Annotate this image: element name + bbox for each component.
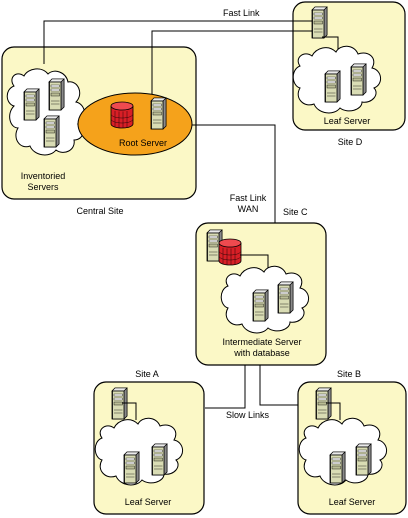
wan-link-line bbox=[176, 124, 276, 223]
connector-line bbox=[322, 36, 339, 50]
intermediate-server-label-line1: Intermediate Server bbox=[222, 337, 301, 347]
server-icon bbox=[324, 70, 341, 103]
site-d-server-label: Leaf Server bbox=[324, 116, 371, 126]
intermediate-server-label-line2: with database bbox=[233, 348, 290, 358]
server-icon bbox=[277, 281, 294, 314]
slow-link-line-b bbox=[259, 365, 298, 406]
site-a-label: Site A bbox=[135, 369, 159, 379]
server-icon bbox=[43, 115, 60, 148]
server-icon bbox=[23, 88, 40, 121]
site-d-label: Site D bbox=[338, 137, 363, 147]
server-icon bbox=[350, 63, 367, 96]
site-c-label: Site C bbox=[283, 207, 308, 217]
root-server-label: Root Server bbox=[119, 138, 167, 148]
fast-link-wan-label-line1: Fast Link bbox=[230, 193, 267, 203]
database-icon bbox=[110, 101, 134, 129]
central-site-label: Central Site bbox=[76, 206, 123, 216]
server-icon bbox=[329, 451, 346, 484]
site-a-server-label: Leaf Server bbox=[125, 497, 172, 507]
site-b-label: Site B bbox=[337, 369, 361, 379]
inventoried-servers-label-line1: Inventoried bbox=[21, 171, 66, 181]
server-icon bbox=[48, 78, 65, 111]
server-icon bbox=[123, 451, 140, 484]
site-b-server-label: Leaf Server bbox=[329, 497, 376, 507]
connector-line bbox=[326, 402, 341, 420]
server-icon bbox=[355, 443, 372, 476]
connector-line bbox=[122, 402, 137, 420]
fast-link-line-root bbox=[151, 30, 322, 110]
fast-link-line-central bbox=[43, 20, 322, 64]
server-icon bbox=[252, 289, 269, 322]
fast-link-wan-label-line2: WAN bbox=[238, 204, 259, 214]
fast-link-label: Fast Link bbox=[223, 8, 260, 18]
server-icon bbox=[151, 443, 168, 476]
server-icon bbox=[311, 6, 328, 39]
slow-link-line-a bbox=[205, 365, 246, 409]
server-icon bbox=[150, 97, 167, 130]
slow-links-label: Slow Links bbox=[226, 410, 270, 420]
database-icon bbox=[218, 238, 242, 266]
inventoried-servers-label-line2: Servers bbox=[27, 182, 59, 192]
connector-line bbox=[240, 254, 269, 268]
